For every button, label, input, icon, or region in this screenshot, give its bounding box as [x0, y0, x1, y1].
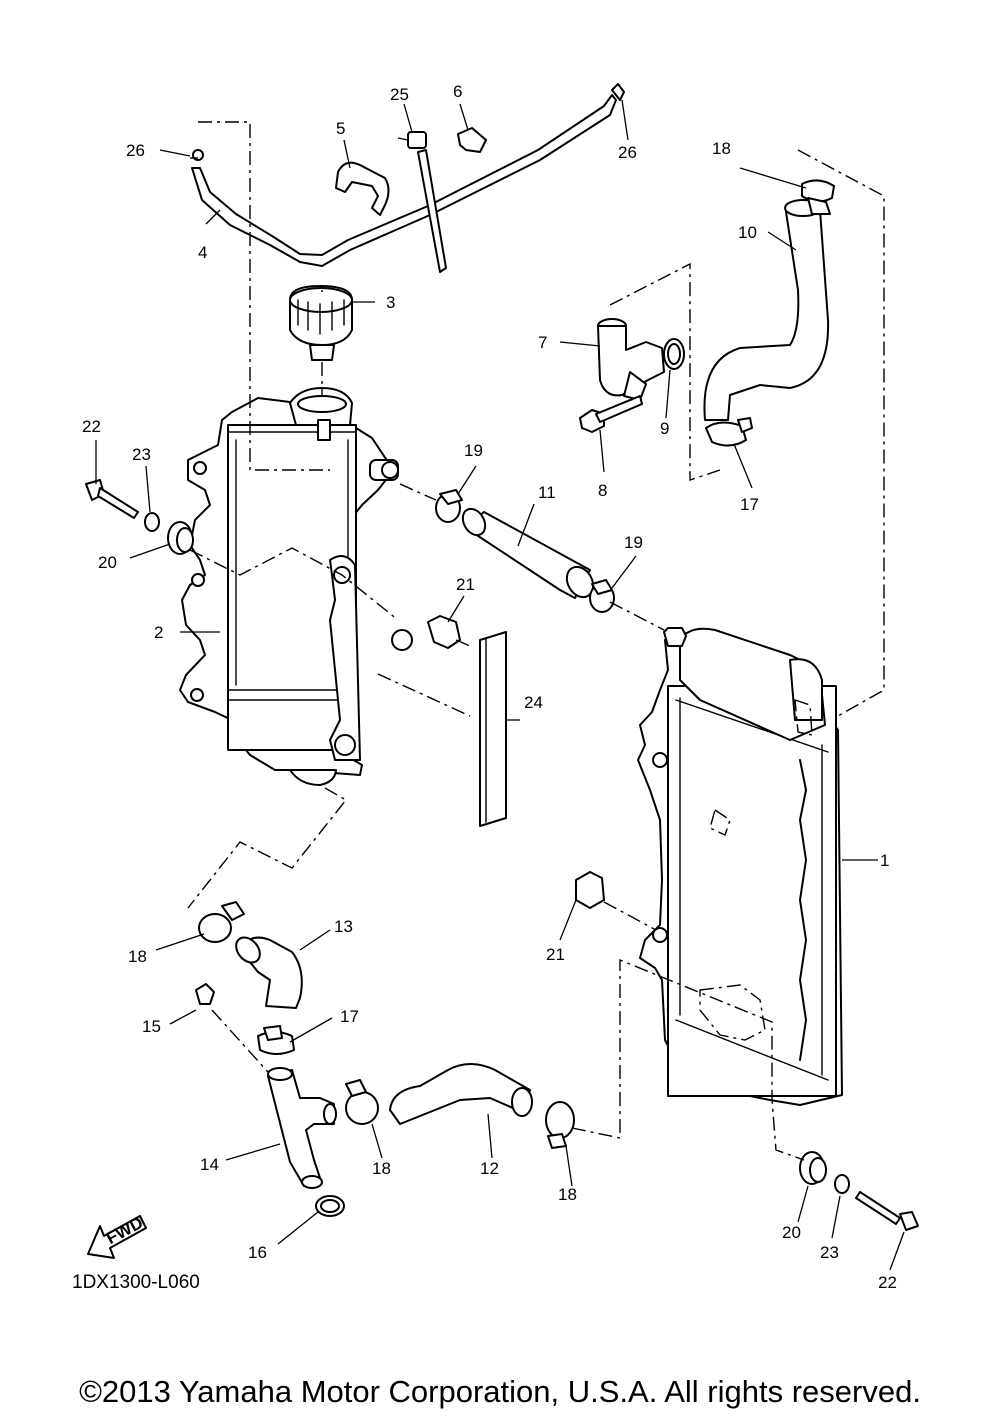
callout-11: 11	[538, 483, 556, 502]
bleed-bolt-15	[195, 983, 215, 1005]
gasket-16	[315, 1195, 345, 1217]
callout-3: 3	[386, 293, 395, 312]
callout-20-upper: 20	[98, 553, 117, 572]
assembly-lines	[187, 121, 885, 1161]
callout-21-upper: 21	[456, 575, 475, 594]
left-radiator	[179, 387, 413, 786]
diagram-code: 1DX1300-L060	[72, 1272, 200, 1293]
callout-26-left: 26	[126, 141, 145, 160]
damper-20-upper	[167, 521, 194, 555]
callout-26-right: 26	[618, 143, 637, 162]
callout-17-bottom: 17	[340, 1007, 359, 1026]
hose-13	[235, 936, 303, 1009]
callout-19-lower: 19	[624, 533, 643, 552]
callout-13: 13	[334, 917, 353, 936]
callout-22-upper: 22	[82, 417, 101, 436]
clamp-17-bottom	[257, 1025, 295, 1055]
callout-5: 5	[336, 119, 345, 138]
callout-9: 9	[660, 419, 669, 438]
cable-tie-25	[407, 131, 447, 273]
bolt-21-lower	[575, 871, 605, 909]
washer-23-lower	[834, 1174, 850, 1194]
bolt-21-upper	[427, 615, 461, 649]
holder-6	[457, 127, 487, 153]
clamp-19-b	[589, 579, 615, 613]
callout-numbers: 1 2 3 4 5 6 7 8 9 10 11 12 13 14 15 16 1…	[82, 82, 897, 1292]
hose-10	[703, 199, 830, 421]
callout-15: 15	[142, 1017, 161, 1036]
copyright-notice: ©2013 Yamaha Motor Corporation, U.S.A. A…	[79, 1374, 921, 1409]
callout-18-right: 18	[558, 1185, 577, 1204]
damper-20-lower	[799, 1151, 827, 1185]
callout-1: 1	[880, 851, 889, 870]
protector-24	[479, 631, 507, 827]
pipe-11	[461, 507, 595, 599]
callout-4: 4	[198, 243, 207, 262]
bolt-22-upper	[85, 479, 139, 519]
callout-12: 12	[480, 1159, 499, 1178]
clamp-18-left	[198, 901, 245, 943]
fitting-7	[579, 318, 685, 433]
radiator-cap	[289, 285, 353, 395]
clamp-18-mid	[345, 1079, 379, 1125]
callout-7: 7	[538, 333, 547, 352]
washer-23-upper	[144, 512, 160, 532]
fwd-arrow-icon: FWD	[87, 1213, 147, 1259]
clamp-5	[335, 161, 390, 216]
callout-19-upper: 19	[464, 441, 483, 460]
callout-18-top: 18	[712, 139, 731, 158]
callout-8: 8	[598, 481, 607, 500]
clamp-18-top	[801, 179, 835, 215]
breather-hose	[191, 83, 625, 267]
clamp-17-top	[705, 417, 753, 447]
callout-20-lower: 20	[782, 1223, 801, 1242]
callout-18-mid: 18	[372, 1159, 391, 1178]
callout-10: 10	[738, 223, 757, 242]
bolt-22-lower	[855, 1191, 919, 1231]
joint-14	[267, 1067, 337, 1189]
clamp-18-right	[545, 1101, 575, 1149]
clamp-19-a	[435, 489, 463, 523]
callout-6: 6	[453, 82, 462, 101]
callout-17-top: 17	[740, 495, 759, 514]
callout-23-upper: 23	[132, 445, 151, 464]
callout-24: 24	[524, 693, 543, 712]
hose-12	[389, 1063, 533, 1125]
callout-2: 2	[154, 623, 163, 642]
callout-23-lower: 23	[820, 1243, 839, 1262]
callout-16: 16	[248, 1243, 267, 1262]
callout-22-lower: 22	[878, 1273, 897, 1292]
callout-14: 14	[200, 1155, 219, 1174]
callout-25: 25	[390, 85, 409, 104]
fwd-label: FWD	[103, 1213, 146, 1248]
callout-18-left: 18	[128, 947, 147, 966]
leader-lines	[95, 99, 905, 1271]
callout-21-lower: 21	[546, 945, 565, 964]
right-radiator	[637, 627, 843, 1106]
